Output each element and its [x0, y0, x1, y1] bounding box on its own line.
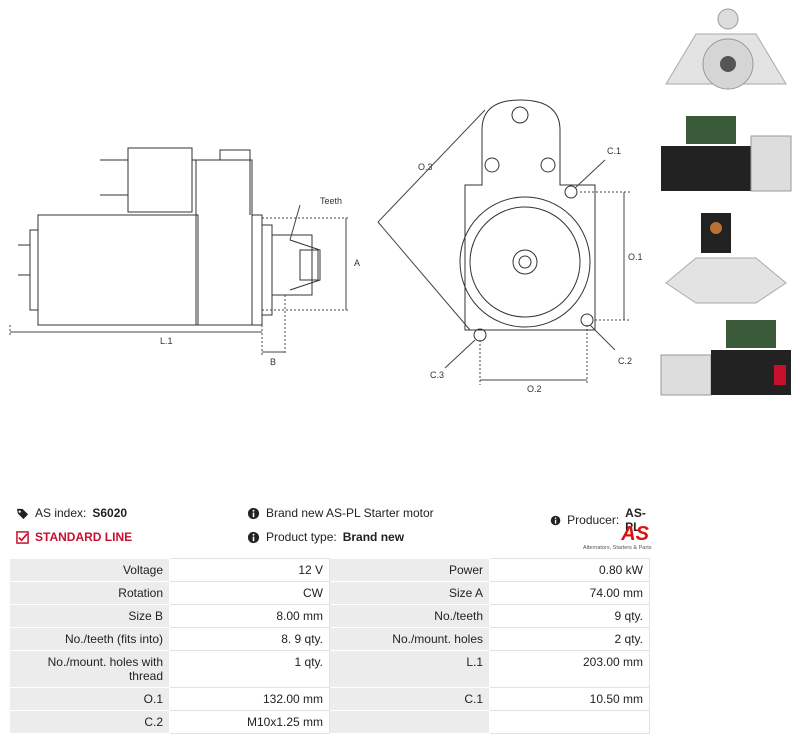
spec-value: 9 qty. [489, 604, 650, 628]
label-o3: O.3 [418, 162, 433, 172]
spec-label: Rotation [9, 581, 170, 605]
spec-label: O.1 [9, 687, 170, 711]
spec-value: 132.00 mm [169, 687, 330, 711]
label-o1: O.1 [628, 252, 643, 262]
spec-label: L.1 [329, 650, 490, 688]
description-text: Brand new AS-PL Starter motor [266, 506, 434, 520]
producer-value: AS-PL [625, 506, 646, 534]
photo-top[interactable] [656, 208, 796, 308]
spec-table: Voltage 12 V Power 0.80 kW Rotation CW S… [9, 558, 650, 734]
product-info: AS index: S6020 STANDARD LINE Brand new … [16, 500, 656, 560]
table-row: O.1 132.00 mm C.1 10.50 mm [9, 687, 650, 711]
spec-value: 8.00 mm [169, 604, 330, 628]
info-icon [247, 507, 260, 519]
table-row: Rotation CW Size A 74.00 mm [9, 581, 650, 605]
spec-value: CW [169, 581, 330, 605]
table-row: Size B 8.00 mm No./teeth 9 qty. [9, 604, 650, 628]
spec-value: 10.50 mm [489, 687, 650, 711]
product-photos [656, 4, 800, 412]
product-type-label: Product type: [266, 530, 337, 544]
product-type: Product type: Brand new [247, 530, 404, 544]
checkbox-checked-icon [16, 530, 29, 544]
label-o2: O.2 [527, 384, 542, 394]
photo-side-right[interactable] [656, 310, 796, 410]
logo-mark: AS [621, 523, 649, 545]
label-c2: C.2 [618, 356, 632, 366]
standard-line: STANDARD LINE [16, 530, 132, 544]
spec-value: 1 qty. [169, 650, 330, 688]
spec-value: 0.80 kW [489, 558, 650, 582]
spec-label: No./teeth (fits into) [9, 627, 170, 651]
as-pl-logo: AS Alternators, Starters & Parts [583, 523, 653, 555]
spec-label: C.1 [329, 687, 490, 711]
spec-label: Voltage [9, 558, 170, 582]
label-c1: C.1 [607, 146, 621, 156]
spec-value: 12 V [169, 558, 330, 582]
as-index-label: AS index: [35, 506, 87, 520]
photo-side-left[interactable] [656, 106, 796, 206]
photo-front[interactable] [656, 4, 796, 104]
logo-tagline: Alternators, Starters & Parts [583, 545, 652, 551]
spec-value: 74.00 mm [489, 581, 650, 605]
label-teeth: Teeth [320, 196, 342, 206]
as-index: AS index: S6020 [16, 506, 127, 520]
front-view [459, 99, 596, 342]
label-c3: C.3 [430, 370, 444, 380]
producer: Producer: AS-PL [550, 506, 656, 534]
spec-value: 203.00 mm [489, 650, 650, 688]
table-row: No./mount. holes with thread 1 qty. L.1 … [9, 650, 650, 688]
producer-label: Producer: [567, 513, 620, 527]
side-view [18, 147, 321, 326]
spec-label: No./mount. holes [329, 627, 490, 651]
spec-value: 2 qty. [489, 627, 650, 651]
spec-label: C.2 [9, 710, 170, 734]
technical-drawing: Teeth A L.1 B O.3 C.1 O.1 C.2 C.3 O.2 [9, 99, 643, 394]
info-icon [550, 515, 561, 525]
tags-icon [16, 508, 29, 519]
spec-value [489, 710, 650, 734]
table-row: Voltage 12 V Power 0.80 kW [9, 558, 650, 582]
label-l1: L.1 [160, 336, 173, 346]
as-index-value: S6020 [92, 506, 128, 520]
spec-label: No./teeth [329, 604, 490, 628]
spec-label: Size B [9, 604, 170, 628]
product-type-value: Brand new [342, 530, 405, 544]
description: Brand new AS-PL Starter motor [247, 506, 434, 520]
table-row: C.2 M10x1.25 mm [9, 710, 650, 734]
label-a: A [354, 258, 360, 268]
table-row: No./teeth (fits into) 8. 9 qty. No./moun… [9, 627, 650, 651]
label-b: B [270, 357, 276, 367]
spec-label: No./mount. holes with thread [9, 650, 170, 688]
spec-value: 8. 9 qty. [169, 627, 330, 651]
spec-label: Size A [329, 581, 490, 605]
spec-value: M10x1.25 mm [169, 710, 330, 734]
standard-line-label: STANDARD LINE [35, 530, 133, 544]
spec-label [329, 710, 490, 734]
info-icon [247, 531, 260, 543]
spec-label: Power [329, 558, 490, 582]
